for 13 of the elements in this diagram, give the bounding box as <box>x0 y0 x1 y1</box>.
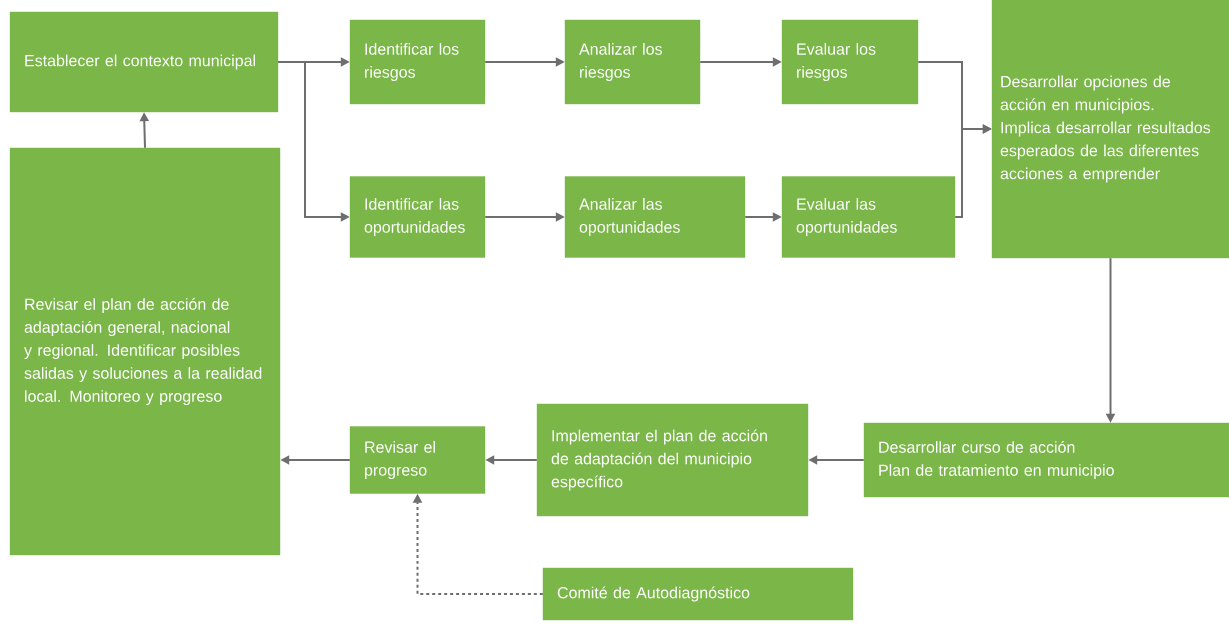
process-box: Establecer el contexto municipal <box>9 11 279 113</box>
process-box: Desarrollar opciones de acción en municipios. Implica desarrollar resultados esperados de las diferentes acciones a emprender <box>991 0 1229 259</box>
process-box: Desarrollar curso de acción Plan de tratamiento en municipio <box>863 422 1229 498</box>
process-box: Comité de Autodiagnóstico <box>542 567 854 621</box>
process-box: Analizar las oportunidades <box>564 176 746 258</box>
process-box: Revisar el plan de acción de adaptación general, nacional y regional. Identificar posibles salidas y soluciones a la realidad local. Monitoreo y progreso <box>9 147 281 556</box>
process-box: Evaluar las oportunidades <box>781 176 956 258</box>
process-box: Implementar el plan de acción de adaptación del municipio específico <box>536 403 809 517</box>
process-box: Revisar el progreso <box>349 426 486 494</box>
process-box: Identificar las oportunidades <box>349 176 486 258</box>
process-box: Analizar los riesgos <box>564 19 701 105</box>
process-box: Evaluar los riesgos <box>781 19 919 105</box>
process-box: Identificar los riesgos <box>349 19 486 105</box>
